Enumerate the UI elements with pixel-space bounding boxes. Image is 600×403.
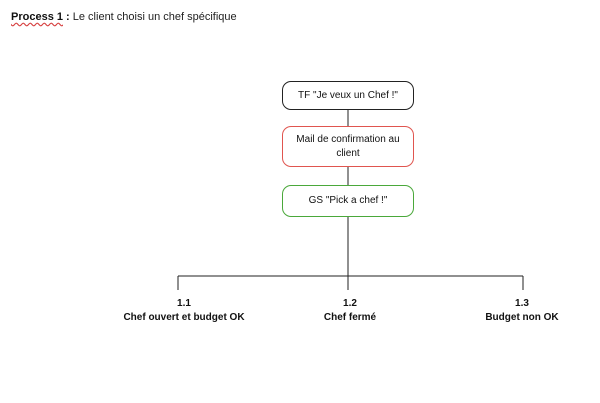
process-number: Process 1	[11, 11, 63, 23]
branch-1-2-number: 1.2	[343, 298, 357, 309]
node-gs-pick-chef-label: GS "Pick a chef !"	[308, 195, 388, 206]
branch-1-3-label: Budget non OK	[485, 312, 559, 323]
branch-1-1-label: Chef ouvert et budget OK	[123, 312, 245, 323]
node-mail-confirmation-label: Mail de confirmation au client	[296, 133, 400, 159]
branch-1-1: 1.1 Chef ouvert et budget OK	[123, 297, 244, 325]
branch-1-3: 1.3 Budget non OK	[485, 297, 558, 325]
process-description: Le client choisi un chef spécifique	[72, 11, 237, 23]
branch-1-2: 1.2 Chef fermé	[324, 297, 376, 325]
node-tf-request: TF "Je veux un Chef !"	[282, 81, 414, 110]
branch-1-2-label: Chef fermé	[323, 312, 377, 323]
node-gs-pick-chef: GS "Pick a chef !"	[282, 185, 414, 217]
branch-1-3-number: 1.3	[515, 298, 529, 309]
node-mail-confirmation: Mail de confirmation au client	[282, 126, 414, 167]
branch-1-1-number: 1.1	[177, 298, 191, 309]
node-tf-request-label: TF "Je veux un Chef !"	[298, 89, 398, 101]
page-title: Process 1 : Le client choisi un chef spé…	[11, 11, 237, 23]
title-separator: :	[62, 11, 73, 23]
